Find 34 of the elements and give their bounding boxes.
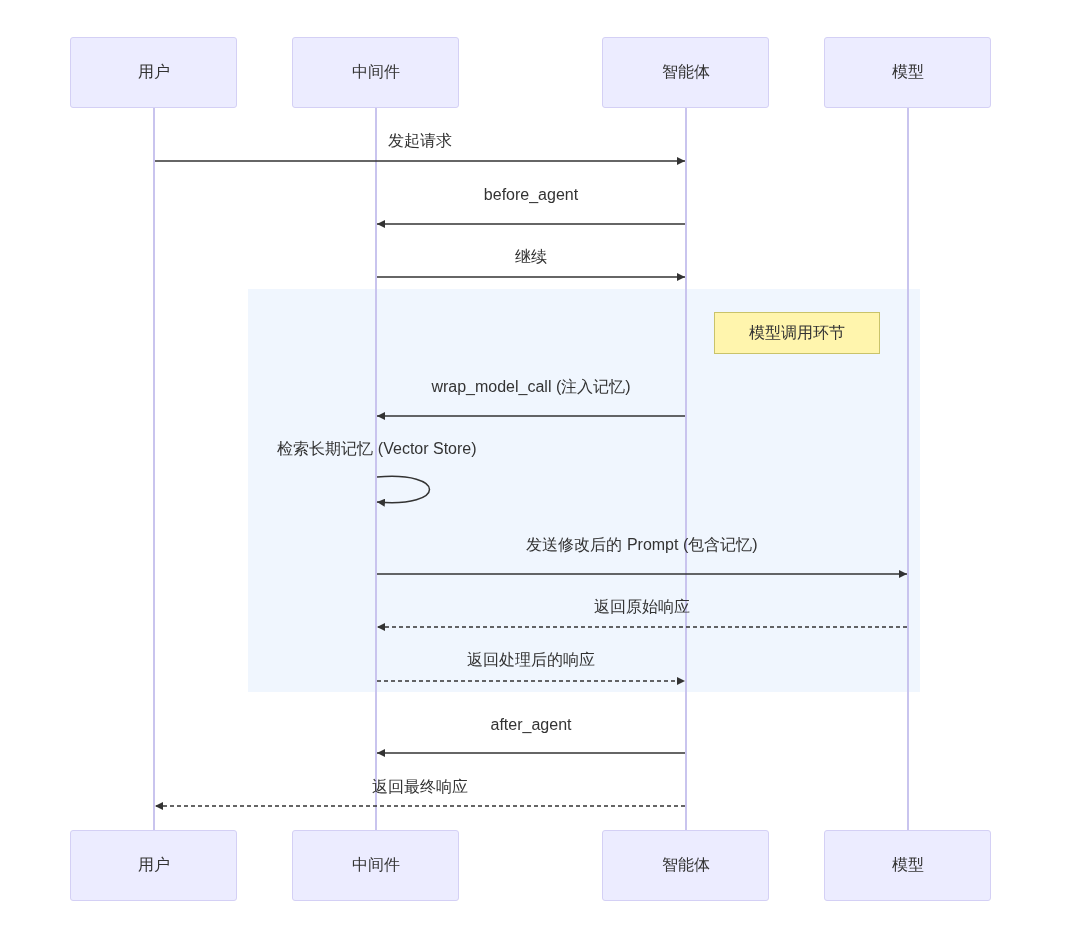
- lifeline: [685, 108, 687, 830]
- participant-box: 智能体: [602, 830, 769, 901]
- message-arrow: [376, 623, 908, 631]
- message-arrow: [376, 475, 431, 507]
- message-label: 继续: [515, 247, 547, 267]
- message-label: wrap_model_call (注入记忆): [431, 377, 631, 397]
- message-arrow: [376, 273, 686, 281]
- note-box: 模型调用环节: [714, 312, 880, 354]
- lifeline: [375, 108, 377, 830]
- message-label: 发起请求: [388, 131, 452, 151]
- participant-box: 中间件: [292, 37, 459, 108]
- message-label: 返回处理后的响应: [467, 650, 595, 670]
- message-arrow: [376, 570, 908, 578]
- participant-box: 智能体: [602, 37, 769, 108]
- message-label: 返回最终响应: [372, 777, 468, 797]
- participant-box: 用户: [70, 830, 237, 901]
- participant-box: 用户: [70, 37, 237, 108]
- message-arrow: [154, 157, 686, 165]
- message-arrow: [376, 412, 686, 420]
- lifeline: [153, 108, 155, 830]
- participant-box: 模型: [824, 37, 991, 108]
- message-label: 返回原始响应: [594, 597, 690, 617]
- loop-region: [248, 289, 920, 692]
- participant-box: 中间件: [292, 830, 459, 901]
- message-arrow: [376, 220, 686, 228]
- message-arrow: [154, 802, 686, 810]
- message-label: before_agent: [483, 185, 579, 205]
- message-arrow: [376, 677, 686, 685]
- message-label: 发送修改后的 Prompt (包含记忆): [526, 535, 758, 555]
- message-arrow: [376, 749, 686, 757]
- participant-box: 模型: [824, 830, 991, 901]
- message-label: after_agent: [490, 715, 572, 735]
- lifeline: [907, 108, 909, 830]
- message-label: 检索长期记忆 (Vector Store): [277, 439, 477, 459]
